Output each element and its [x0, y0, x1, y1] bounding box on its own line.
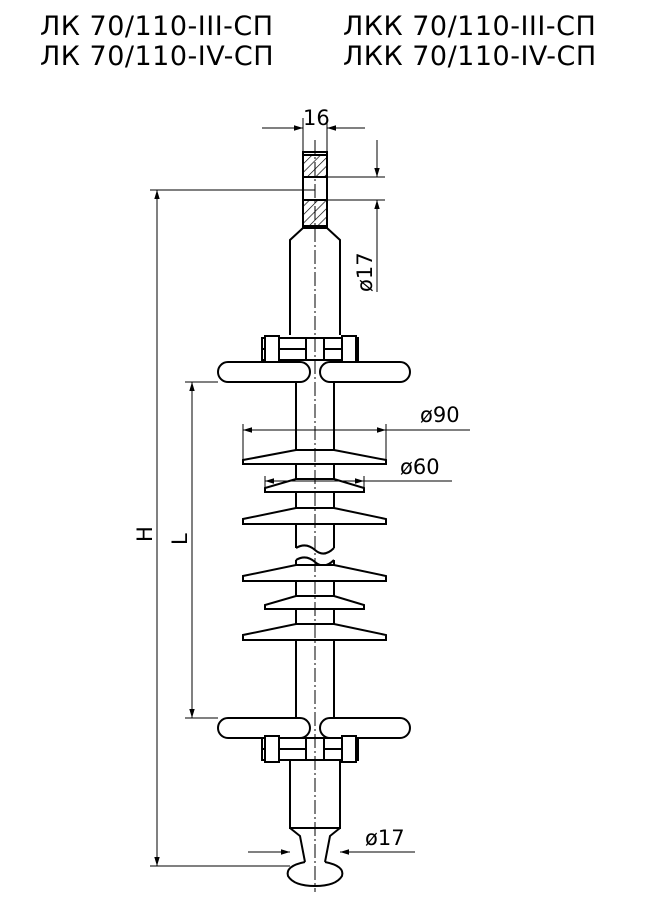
dim-rod-diameter-bottom: ø17: [365, 826, 405, 850]
dim-shed-large: ø90: [420, 403, 460, 427]
title-right-line1: ЛКК 70/110-III-СП: [343, 11, 597, 42]
dim-insulating-length: L: [168, 533, 192, 545]
title-left-line1: ЛК 70/110-III-СП: [40, 11, 274, 42]
title-right-line2: ЛКК 70/110-IV-СП: [343, 41, 597, 72]
dim-rod-diameter-top: ø17: [353, 252, 377, 292]
dim-overall-height: H: [133, 526, 157, 542]
upper-corona-ring: [217, 361, 411, 383]
title-left-line2: ЛК 70/110-IV-СП: [40, 41, 275, 72]
dim-shed-small: ø60: [400, 455, 440, 479]
dim-top-width: 16: [303, 106, 330, 130]
lower-clamp: [261, 735, 359, 763]
lower-corona-ring: [217, 717, 411, 739]
shed-large-3: [242, 564, 387, 582]
upper-clamp: [261, 335, 359, 363]
